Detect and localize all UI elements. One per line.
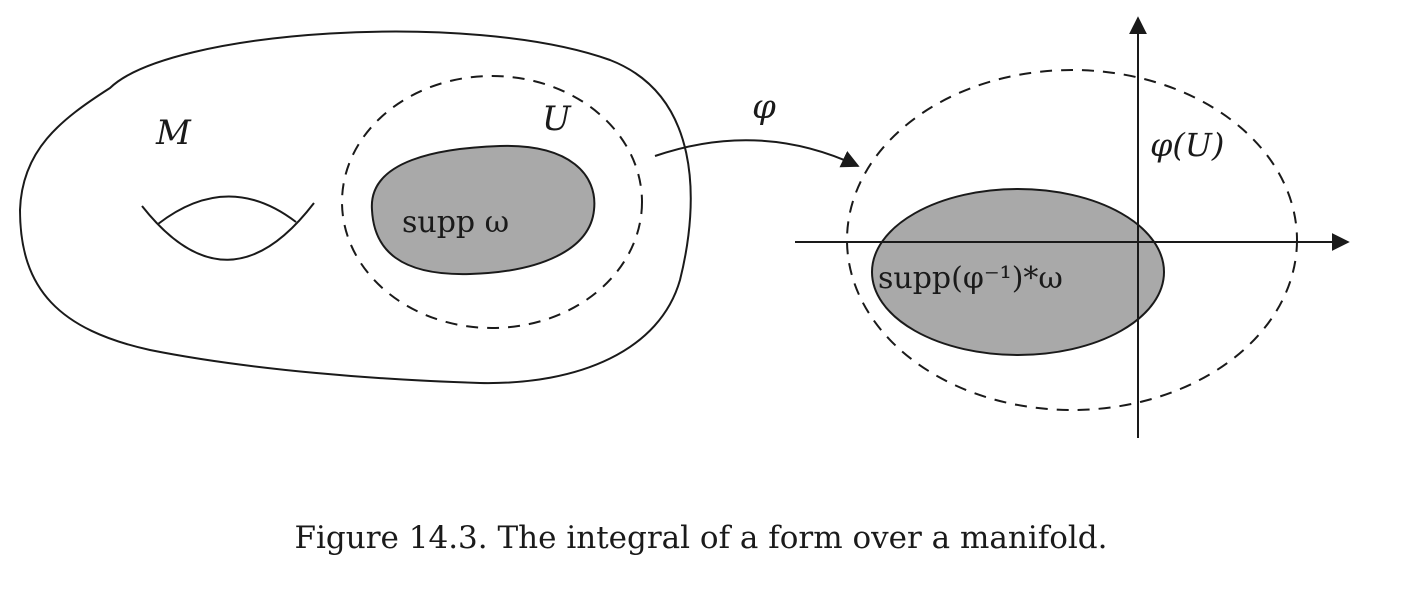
label-map-phi: φ [752,87,776,127]
map-phi-arrow [654,139,860,168]
image-set-boundary [846,69,1298,411]
label-open-set-u: U [542,99,572,139]
manifold-outline [18,30,692,385]
manifold-handle [141,202,315,261]
manifold-handle-upper [157,195,297,225]
label-support-omega: supp ω [402,205,509,240]
figure-caption: Figure 14.3. The integral of a form over… [294,520,1108,556]
label-support-pullback: supp(φ⁻¹)*ω [878,261,1063,296]
open-set-u-boundary [341,75,643,329]
label-manifold-m: M [155,113,192,153]
support-omega-region [370,144,596,276]
support-pullback-region [871,188,1165,356]
label-image-phi-u: φ(U) [1150,126,1224,164]
